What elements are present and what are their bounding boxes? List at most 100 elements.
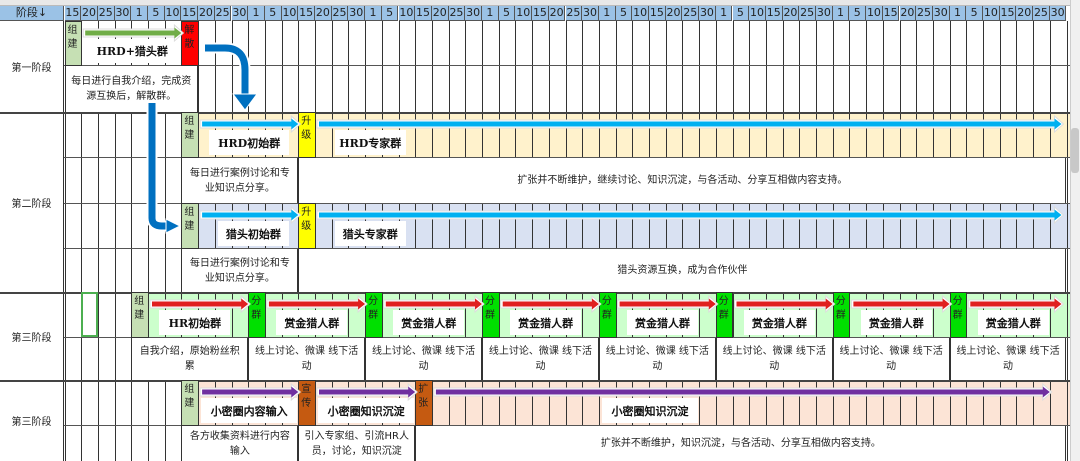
day-header-8[interactable]: 20 xyxy=(198,6,215,21)
group-label[interactable]: HR初始群 xyxy=(159,310,231,335)
marker-cell[interactable]: 解散 xyxy=(181,21,200,66)
day-header-40[interactable]: 5 xyxy=(732,6,750,21)
marker-cell[interactable]: 分群 xyxy=(832,292,851,338)
day-header-44[interactable]: 25 xyxy=(799,6,816,21)
group-label[interactable]: 赏金猎人群 xyxy=(743,310,815,335)
day-header-26[interactable]: 5 xyxy=(498,6,516,21)
stage-column-header[interactable]: 阶段↓ xyxy=(0,6,64,21)
day-header-25[interactable]: 1 xyxy=(482,6,499,21)
day-header-27[interactable]: 10 xyxy=(515,6,533,21)
marker-cell[interactable]: 分群 xyxy=(715,292,734,338)
day-header-33[interactable]: 5 xyxy=(615,6,633,21)
group-label[interactable]: 小密圈内容输入 xyxy=(201,398,298,423)
day-header-34[interactable]: 10 xyxy=(632,6,649,21)
day-header-35[interactable]: 15 xyxy=(649,6,666,21)
day-header-51[interactable]: 25 xyxy=(916,6,933,21)
day-header-36[interactable]: 20 xyxy=(665,6,683,21)
day-header-58[interactable]: 25 xyxy=(1033,6,1050,21)
bar-band xyxy=(198,203,1080,248)
day-header-30[interactable]: 25 xyxy=(565,6,583,21)
marker-cell[interactable]: 扩张 xyxy=(415,380,433,426)
day-header-59[interactable]: 30 xyxy=(1049,6,1067,21)
day-header-46[interactable]: 1 xyxy=(832,6,850,21)
day-header-55[interactable]: 10 xyxy=(983,6,1000,21)
day-header-54[interactable]: 5 xyxy=(966,6,983,21)
day-header-0[interactable]: 15 xyxy=(64,6,82,21)
vertical-scrollbar[interactable] xyxy=(1070,0,1080,461)
group-label[interactable]: 赏金猎人群 xyxy=(626,310,699,335)
marker-cell[interactable]: 分群 xyxy=(598,292,617,338)
day-header-24[interactable]: 30 xyxy=(465,6,482,21)
day-header-45[interactable]: 30 xyxy=(816,6,833,21)
day-header-5[interactable]: 5 xyxy=(148,6,165,21)
day-header-41[interactable]: 10 xyxy=(749,6,766,21)
day-header-4[interactable]: 1 xyxy=(131,6,148,21)
group-label[interactable]: 猎头初始群 xyxy=(217,221,289,246)
marker-cell[interactable]: 分群 xyxy=(949,292,968,338)
marker-cell[interactable]: 组建 xyxy=(181,203,200,249)
day-header-17[interactable]: 30 xyxy=(348,6,366,21)
day-header-11[interactable]: 1 xyxy=(248,6,265,21)
marker-cell[interactable]: 组建 xyxy=(64,21,83,66)
day-header-22[interactable]: 20 xyxy=(431,6,449,21)
day-header-18[interactable]: 1 xyxy=(365,6,382,21)
day-header-29[interactable]: 20 xyxy=(548,6,566,21)
group-label[interactable]: 赏金猎人群 xyxy=(977,310,1049,335)
marker-cell[interactable]: 组建 xyxy=(181,112,200,158)
day-header-47[interactable]: 5 xyxy=(849,6,867,21)
day-header-9[interactable]: 25 xyxy=(214,6,232,21)
day-header-15[interactable]: 20 xyxy=(315,6,332,21)
group-label[interactable]: HRD专家群 xyxy=(334,130,406,155)
group-label[interactable]: 小密圈知识沉淀 xyxy=(601,398,699,423)
day-header-56[interactable]: 15 xyxy=(999,6,1017,21)
day-header-49[interactable]: 15 xyxy=(882,6,900,21)
day-header-31[interactable]: 30 xyxy=(582,6,599,21)
marker-cell[interactable]: 组建 xyxy=(181,380,200,426)
marker-cell[interactable]: 升级 xyxy=(298,112,316,158)
day-header-13[interactable]: 10 xyxy=(281,6,299,21)
group-label[interactable]: 赏金猎人群 xyxy=(393,310,465,335)
group-label[interactable]: 赏金猎人群 xyxy=(276,310,348,335)
day-header-14[interactable]: 15 xyxy=(298,6,315,21)
day-header-23[interactable]: 25 xyxy=(448,6,466,21)
day-header-6[interactable]: 10 xyxy=(164,6,182,21)
day-header-42[interactable]: 15 xyxy=(765,6,783,21)
day-header-19[interactable]: 5 xyxy=(381,6,399,21)
day-header-10[interactable]: 30 xyxy=(231,6,249,21)
day-header-12[interactable]: 5 xyxy=(264,6,282,21)
group-label[interactable]: HRD初始群 xyxy=(209,130,289,155)
group-label[interactable]: 赏金猎人群 xyxy=(510,310,582,335)
day-header-1[interactable]: 20 xyxy=(81,6,98,21)
marker-cell[interactable]: 组建 xyxy=(131,292,149,338)
arrowhead-icon xyxy=(232,93,258,111)
day-header-16[interactable]: 25 xyxy=(331,6,349,21)
marker-cell[interactable]: 升级 xyxy=(298,203,316,249)
day-header-21[interactable]: 15 xyxy=(415,6,432,21)
day-header-48[interactable]: 10 xyxy=(866,6,883,21)
day-header-2[interactable]: 25 xyxy=(97,6,115,21)
marker-cell[interactable]: 分群 xyxy=(482,292,500,338)
day-header-53[interactable]: 1 xyxy=(949,6,967,21)
scrollbar-thumb[interactable] xyxy=(1071,128,1079,173)
day-header-39[interactable]: 1 xyxy=(715,6,733,21)
day-header-52[interactable]: 30 xyxy=(932,6,950,21)
group-label[interactable]: HRD+猎头群 xyxy=(84,39,181,63)
grid-line xyxy=(582,21,584,461)
marker-cell[interactable]: 分群 xyxy=(248,292,266,338)
day-header-38[interactable]: 30 xyxy=(699,6,716,21)
day-header-57[interactable]: 20 xyxy=(1016,6,1034,21)
day-header-37[interactable]: 25 xyxy=(682,6,700,21)
day-header-50[interactable]: 20 xyxy=(899,6,917,21)
marker-cell[interactable]: 宣传 xyxy=(298,380,316,426)
day-header-32[interactable]: 1 xyxy=(598,6,616,21)
day-header-43[interactable]: 20 xyxy=(782,6,800,21)
day-header-7[interactable]: 15 xyxy=(181,6,199,21)
day-header-28[interactable]: 15 xyxy=(532,6,549,21)
day-header-20[interactable]: 10 xyxy=(398,6,416,21)
selected-cell[interactable] xyxy=(81,292,98,337)
marker-cell[interactable]: 分群 xyxy=(365,292,383,338)
day-header-3[interactable]: 30 xyxy=(114,6,132,21)
group-label[interactable]: 猎头专家群 xyxy=(334,221,406,246)
group-label[interactable]: 小密圈知识沉淀 xyxy=(318,398,415,423)
group-label[interactable]: 赏金猎人群 xyxy=(860,310,932,335)
